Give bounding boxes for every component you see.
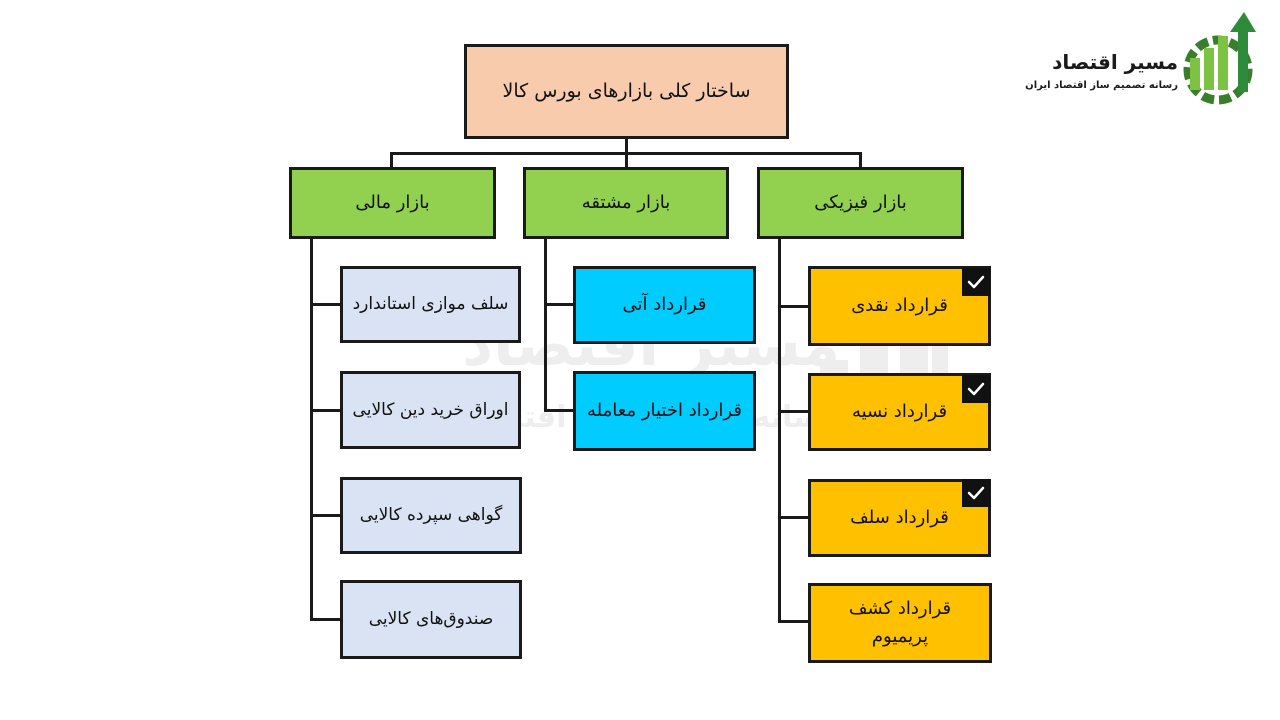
checkmark-icon [962, 479, 990, 507]
node-label: سلف موازی استاندارد [352, 294, 509, 315]
branch-label: بازار مشتقه [581, 192, 671, 214]
node-label: قرارداد کشف پریمیوم [848, 598, 952, 647]
derivative-item-1: قرارداد آتی [573, 266, 756, 344]
physical-item-1: قرارداد نقدی [808, 266, 991, 346]
root-node: ساختار کلی بازارهای بورس کالا [464, 44, 789, 139]
branch-physical-market: بازار فیزیکی [757, 167, 964, 239]
financial-item-2: اوراق خرید دین کالایی [340, 371, 521, 449]
branch-financial-market: بازار مالی [289, 167, 496, 239]
node-label: قرارداد اختیار معامله [587, 400, 742, 422]
node-label: گواهی سپرده کالایی [359, 505, 503, 526]
derivative-item-2: قرارداد اختیار معامله [573, 371, 756, 451]
branch-label: بازار مالی [355, 192, 430, 214]
node-label: قرارداد سلف [850, 507, 949, 529]
logo-title: مسیر اقتصاد [1052, 50, 1178, 74]
node-label: صندوق‌های کالایی [368, 609, 494, 630]
node-label: اوراق خرید دین کالایی [352, 399, 509, 420]
physical-item-3: قرارداد سلف [808, 479, 991, 557]
financial-item-4: صندوق‌های کالایی [340, 580, 522, 659]
financial-item-3: گواهی سپرده کالایی [340, 477, 522, 554]
checkmark-icon [962, 375, 990, 403]
node-label: قرارداد نسیه [851, 401, 948, 423]
node-label: قرارداد نقدی [851, 295, 948, 317]
physical-item-4: قرارداد کشف پریمیوم [808, 583, 992, 663]
node-label: قرارداد آتی [622, 294, 707, 316]
checkmark-icon [962, 268, 990, 296]
growth-chart-gear-icon [1183, 12, 1256, 105]
brand-logo: مسیر اقتصاد رسانه تصمیم ساز اقتصاد ایران [1005, 8, 1270, 108]
branch-derivative-market: بازار مشتقه [523, 167, 729, 239]
logo-subtitle: رسانه تصمیم ساز اقتصاد ایران [1025, 80, 1178, 91]
financial-item-1: سلف موازی استاندارد [340, 266, 521, 343]
physical-item-2: قرارداد نسیه [808, 373, 991, 451]
branch-label: بازار فیزیکی [814, 192, 907, 214]
root-node-label: ساختار کلی بازارهای بورس کالا [502, 79, 751, 102]
